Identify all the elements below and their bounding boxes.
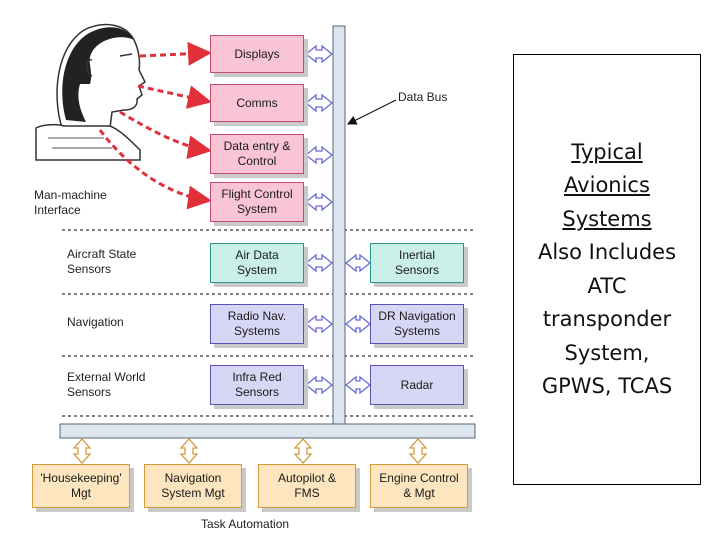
nav-system-mgt-box: Navigation System Mgt	[144, 464, 242, 508]
infra-red-bus-arrow	[304, 375, 334, 395]
autopilot-arrow	[293, 438, 313, 464]
row-label-mmi: Man-machine Interface	[34, 188, 107, 217]
engine-control-box: Engine Control & Mgt	[370, 464, 468, 508]
dr-nav-box: DR Navigation Systems	[370, 304, 464, 344]
radio-nav-bus-arrow	[304, 314, 334, 334]
air-data-box: Air Data System	[210, 243, 304, 283]
inertial-bus-arrow	[344, 253, 372, 273]
data-bus-pointer	[346, 99, 397, 125]
mmi-arrows	[98, 41, 212, 210]
row-label-navigation: Navigation	[67, 315, 124, 329]
radar-label: Radar	[400, 377, 434, 392]
row-label-external-world: External World Sensors	[67, 370, 146, 399]
dr-nav-bus-arrow	[344, 314, 372, 334]
engine-control-label: Engine Control & Mgt	[379, 471, 459, 500]
infra-red-box: Infra Red Sensors	[210, 365, 304, 405]
pilot-head-icon	[35, 23, 146, 161]
data-entry-bus-arrow	[304, 145, 334, 165]
infra-red-label: Infra Red Sensors	[232, 370, 282, 399]
nav-system-mgt-arrow	[179, 438, 199, 464]
radio-nav-label: Radio Nav. Systems	[227, 309, 287, 338]
data-bus-label: Data Bus	[398, 90, 448, 104]
engine-control-arrow	[408, 438, 428, 464]
flight-control-box: Flight Control System	[210, 182, 304, 222]
arrow-to-flight-control	[98, 129, 212, 210]
displays-label: Displays	[234, 46, 280, 61]
housekeeping-box: 'Housekeeping' Mgt	[32, 464, 130, 508]
radar-bus-arrow	[344, 375, 372, 395]
note-panel: Typical Avionics Systems Also Includes A…	[513, 54, 701, 485]
housekeeping-label: 'Housekeeping' Mgt	[40, 471, 122, 500]
arrow-to-data-entry	[119, 110, 212, 160]
radar-box: Radar	[370, 365, 464, 405]
arrow-to-comms	[137, 84, 212, 109]
data-entry-label: Data entry & Control	[223, 139, 291, 168]
flight-control-bus-arrow	[304, 192, 334, 212]
row-label-aircraft-state: Aircraft State Sensors	[67, 247, 137, 276]
arrow-to-displays	[139, 41, 212, 66]
note-body: Also Includes ATC transponder System, GP…	[537, 240, 677, 398]
task-bus	[59, 423, 476, 439]
air-data-bus-arrow	[304, 253, 334, 273]
autopilot-label: Autopilot & FMS	[277, 471, 337, 500]
data-bus	[332, 25, 346, 427]
note-text: Typical Avionics Systems Also Includes A…	[532, 136, 682, 404]
comms-box: Comms	[210, 84, 304, 122]
radio-nav-box: Radio Nav. Systems	[210, 304, 304, 344]
flight-control-label: Flight Control System	[221, 187, 293, 216]
nav-system-mgt-label: Navigation System Mgt	[161, 471, 225, 500]
dr-nav-label: DR Navigation Systems	[378, 309, 456, 338]
task-automation-label: Task Automation	[201, 517, 290, 531]
note-title: Typical Avionics Systems	[562, 139, 652, 231]
comms-bus-arrow	[304, 93, 334, 113]
data-entry-box: Data entry & Control	[210, 134, 304, 174]
housekeeping-arrow	[72, 438, 92, 464]
displays-bus-arrow	[304, 44, 334, 64]
autopilot-box: Autopilot & FMS	[258, 464, 356, 508]
task-connectors	[72, 438, 428, 464]
inertial-box: Inertial Sensors	[370, 243, 464, 283]
air-data-label: Air Data System	[235, 248, 279, 277]
row-separators	[62, 229, 475, 417]
comms-label: Comms	[236, 95, 278, 110]
inertial-label: Inertial Sensors	[394, 248, 440, 277]
displays-box: Displays	[210, 35, 304, 73]
